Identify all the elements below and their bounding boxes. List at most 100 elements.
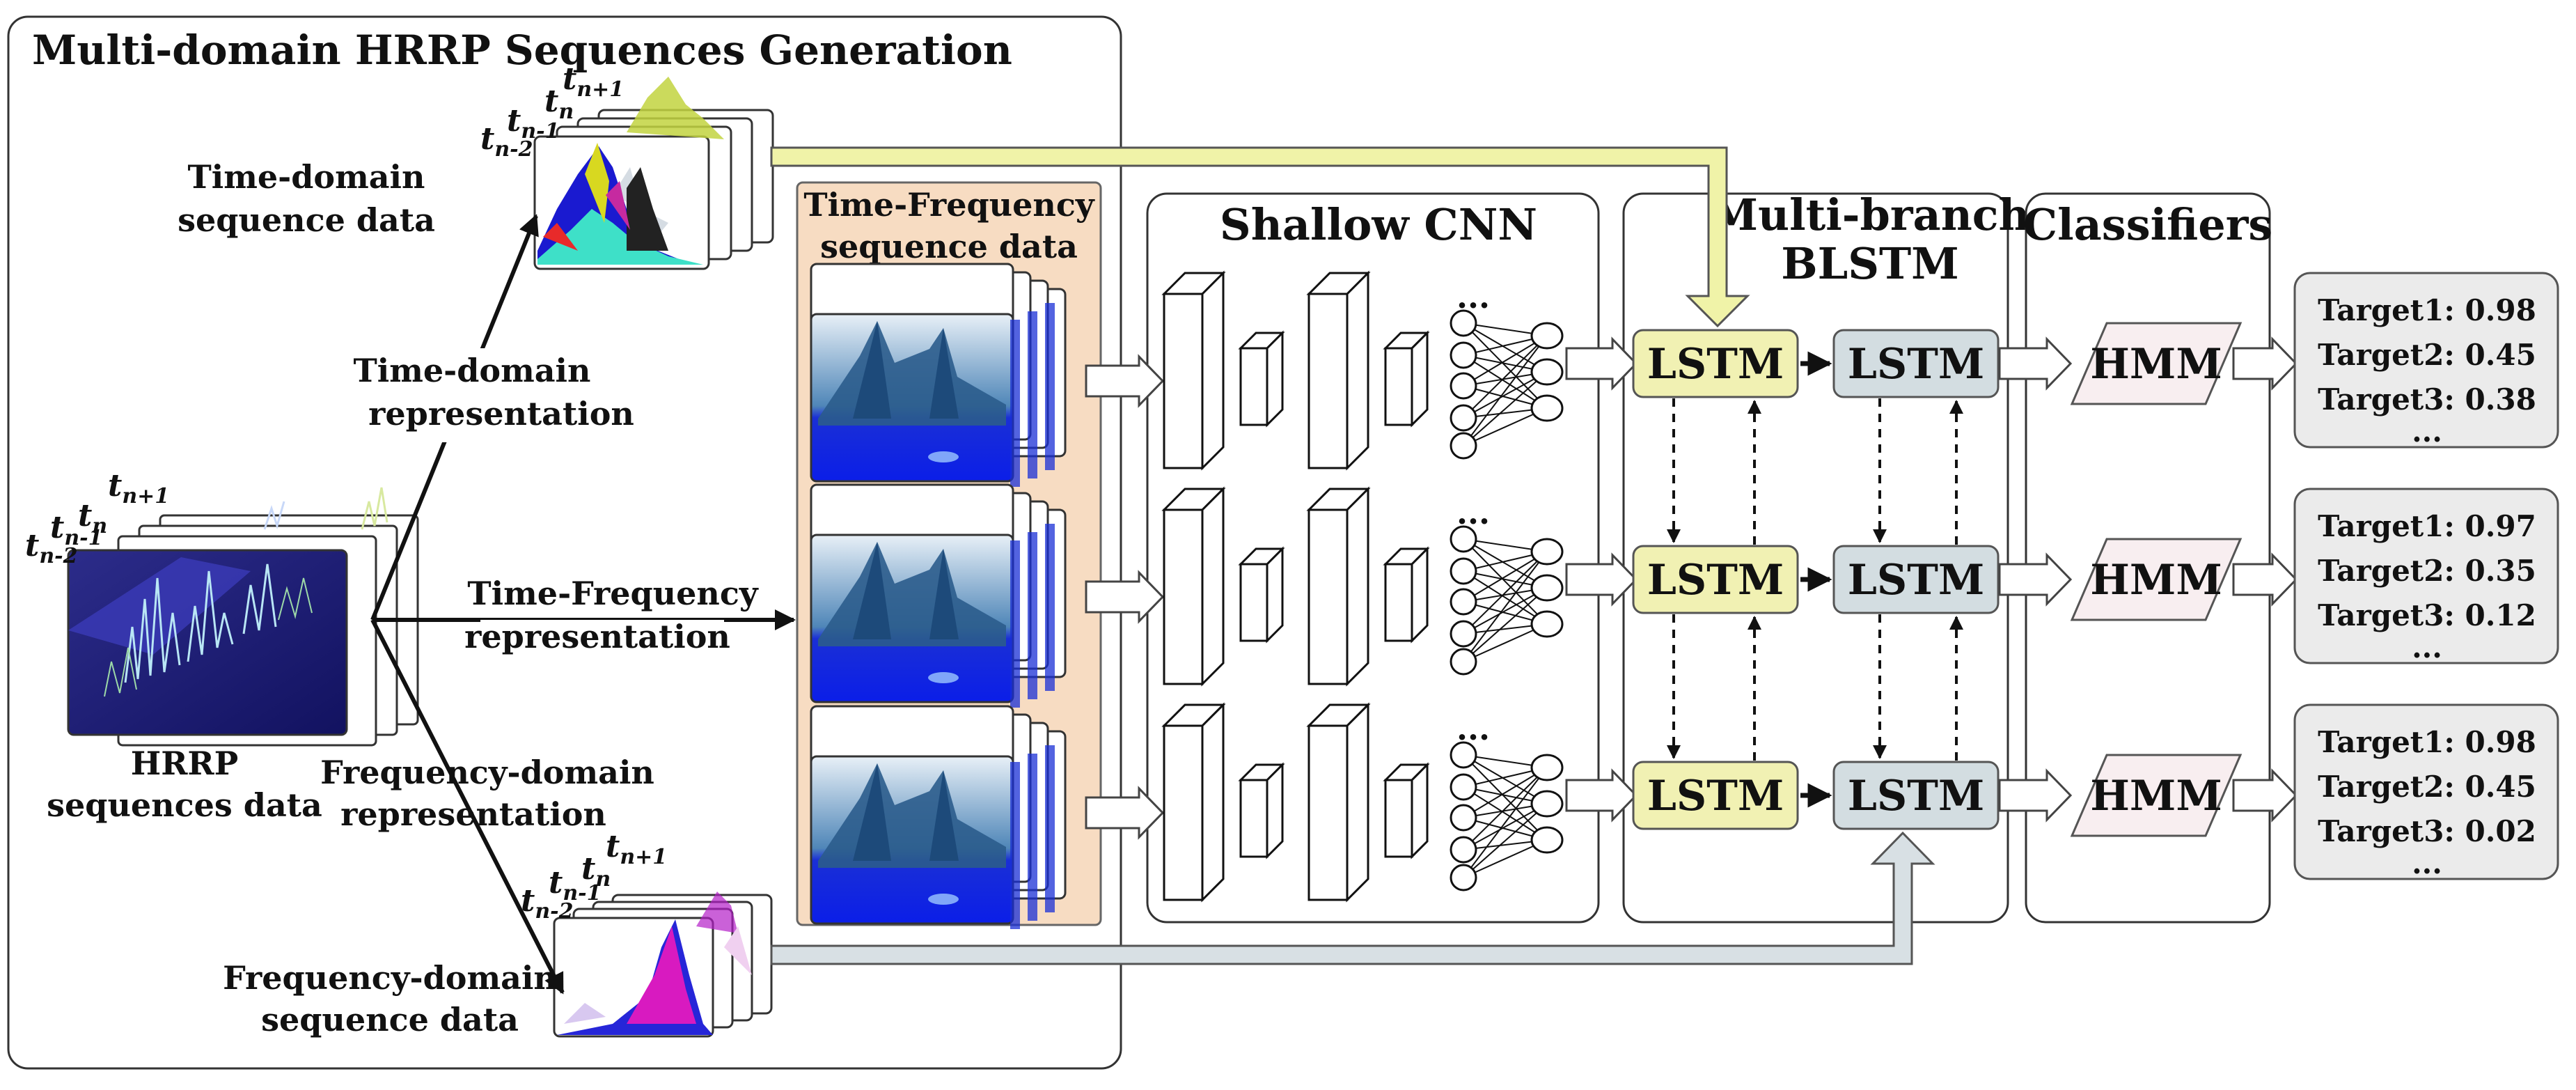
cnn-to-lstm-arrow xyxy=(1565,768,1638,823)
hmm-label: HMM xyxy=(2090,772,2222,820)
time-sequence-label-line1: Time-domain xyxy=(188,158,425,196)
svg-text:tn+1: tn+1 xyxy=(606,829,667,869)
blstm-title-line1: Multi-branch xyxy=(1710,189,2029,240)
svg-text:tn+1: tn+1 xyxy=(108,468,169,508)
tf-to-cnn-arrow xyxy=(1085,570,1165,624)
target-score: Target1: 0.98 xyxy=(2318,725,2536,759)
cnn-layer-block xyxy=(1238,546,1285,644)
tf-to-cnn-arrow xyxy=(1085,354,1165,408)
cnn-to-lstm-arrow xyxy=(1565,336,1638,391)
lstm-forward-cell: LSTM xyxy=(1632,545,1799,614)
lstm-to-hmm-arrow xyxy=(1998,552,2073,607)
hmm-label: HMM xyxy=(2090,340,2222,389)
freq-to-blstm-bypass-arrow xyxy=(770,831,1935,965)
freq-sequence-label-line2: sequence data xyxy=(261,1001,519,1038)
hrrp-label-line2: sequences data xyxy=(47,786,322,824)
target-score: Target3: 0.02 xyxy=(2318,814,2536,848)
freq-representation-line1: Frequency-domain xyxy=(320,754,654,791)
tf-to-cnn-arrow xyxy=(1085,786,1165,840)
lstm-backward-cell: LSTM xyxy=(1832,329,2000,398)
cnn-panel xyxy=(1146,192,1600,924)
lstm-backward-cell: LSTM xyxy=(1832,761,2000,830)
target-score: Target1: 0.97 xyxy=(2318,509,2536,543)
tf-map-stack xyxy=(810,705,1067,929)
freq-representation-line2: representation xyxy=(340,795,606,833)
generation-title: Multi-domain HRRP Sequences Generation xyxy=(32,26,1012,74)
classifiers-panel xyxy=(2025,192,2271,924)
cnn-title: Shallow CNN xyxy=(1220,199,1537,250)
frequency-domain-indices: tn+1 tn tn-1 tn-2 xyxy=(521,829,667,924)
hmm-classifier: HMM xyxy=(2070,754,2243,837)
lstm-label: LSTM xyxy=(1647,772,1784,820)
target-score: Target1: 0.98 xyxy=(2318,293,2536,327)
classifiers-title: Classifiers xyxy=(2023,199,2273,250)
hmm-to-result-arrow xyxy=(2232,336,2298,391)
ellipsis-dots: ... xyxy=(1456,494,1490,531)
hmm-classifier: HMM xyxy=(2070,538,2243,621)
target-score: Target3: 0.12 xyxy=(2318,598,2536,632)
tf-representation-line2: representation xyxy=(464,618,730,655)
cnn-layer-block xyxy=(1238,762,1285,859)
ellipsis-dots: ... xyxy=(2412,414,2442,449)
time-domain-indices: tn+1 tn tn-1 tn-2 xyxy=(480,61,624,162)
cnn-layer-block xyxy=(1306,486,1371,687)
ellipsis-dots: ... xyxy=(1456,278,1490,316)
tf-sequence-label-line2: sequence data xyxy=(820,228,1078,265)
hrrp-sequence-stack xyxy=(67,487,419,747)
target-score: Target2: 0.45 xyxy=(2318,338,2536,372)
hrrp-label-line1: HRRP xyxy=(131,745,239,782)
fully-connected-network: ... xyxy=(1450,278,1564,460)
lstm-label: LSTM xyxy=(1647,556,1784,605)
cnn-layer-block xyxy=(1306,702,1371,903)
freq-sequence-label-line1: Frequency-domain xyxy=(223,959,557,997)
ellipsis-dots: ... xyxy=(2412,846,2442,880)
fully-connected-network: ... xyxy=(1450,494,1564,676)
cnn-layer-block xyxy=(1383,762,1430,859)
cnn-layer-block xyxy=(1161,486,1226,687)
cnn-layer-block xyxy=(1161,702,1226,903)
lstm-to-hmm-arrow xyxy=(1998,336,2073,391)
tf-representation-line1: Time-Frequency xyxy=(467,575,758,612)
hrrp-time-indices: tn+1 tn tn-1 tn-2 xyxy=(25,468,169,568)
time-representation-line2: representation xyxy=(368,395,634,433)
cnn-to-lstm-arrow xyxy=(1565,552,1638,607)
target-score: Target2: 0.45 xyxy=(2318,770,2536,804)
tf-map-stack xyxy=(810,483,1067,708)
lstm-forward-cell: LSTM xyxy=(1632,761,1799,830)
lstm-label: LSTM xyxy=(1848,556,1985,605)
lstm-to-hmm-arrow xyxy=(1998,768,2073,823)
fully-connected-network: ... xyxy=(1450,710,1564,892)
cnn-layer-block xyxy=(1238,330,1285,428)
ellipsis-dots: ... xyxy=(2412,630,2442,664)
hmm-label: HMM xyxy=(2090,556,2222,605)
lstm-backward-cell: LSTM xyxy=(1832,545,2000,614)
hmm-classifier: HMM xyxy=(2070,322,2243,405)
lstm-label: LSTM xyxy=(1848,340,1985,389)
tf-map-stack xyxy=(810,263,1067,487)
hmm-to-result-arrow xyxy=(2232,552,2298,607)
blstm-title-line2: BLSTM xyxy=(1781,238,1959,289)
frequency-domain-stack xyxy=(553,892,773,1038)
generation-panel xyxy=(7,15,1122,1070)
hmm-to-result-arrow xyxy=(2232,768,2298,823)
lstm-label: LSTM xyxy=(1647,340,1784,389)
lstm-label: LSTM xyxy=(1848,772,1985,820)
time-sequence-label-line2: sequence data xyxy=(178,201,435,239)
cnn-layer-block xyxy=(1383,330,1430,428)
cnn-layer-block xyxy=(1383,546,1430,644)
target-score: Target2: 0.35 xyxy=(2318,554,2536,588)
ellipsis-dots: ... xyxy=(1456,710,1490,747)
tf-sequence-label-line1: Time-Frequency xyxy=(803,186,1094,224)
time-representation-line1: Time-domain xyxy=(354,352,591,389)
blstm-panel xyxy=(1622,192,2009,924)
lstm-forward-cell: LSTM xyxy=(1632,329,1799,398)
time-domain-stack xyxy=(533,77,774,270)
target-score: Target3: 0.38 xyxy=(2318,382,2536,416)
